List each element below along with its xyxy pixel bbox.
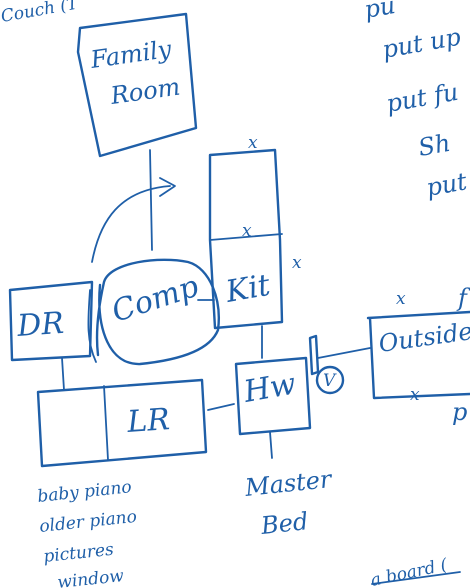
note-older-piano: older piano (38, 507, 137, 537)
note-couch: Couch (T (0, 0, 81, 27)
dr-box (8, 280, 94, 362)
kit-x-side: x (292, 253, 302, 273)
family-to-comp-connector (149, 149, 153, 251)
note-bed: Bed (259, 507, 310, 540)
family-room-label-1: Family (88, 35, 174, 74)
note-right-4: Sh (416, 129, 452, 162)
outside-box (366, 310, 470, 400)
outside-label: Outside (377, 317, 470, 358)
note-right-f: f (456, 284, 470, 312)
note-right-1: pu (362, 0, 397, 24)
lr-divider (103, 385, 109, 461)
note-master: Master (243, 465, 334, 502)
v-outside-connector (317, 347, 371, 359)
lr-hw-connector (207, 403, 235, 411)
note-right-p: p (452, 398, 467, 426)
dr-lr-connector (61, 357, 65, 391)
kit-x-top: x (248, 133, 258, 153)
v-circle (315, 365, 345, 395)
note-pictures: pictures (42, 540, 115, 567)
bottom-right-stroke (371, 571, 461, 585)
lr-box (36, 378, 208, 468)
comp-extra-stroke (87, 289, 97, 363)
note-baby-piano: baby piano (36, 477, 132, 507)
arrow-curve (91, 185, 171, 263)
note-right-5: put (424, 167, 469, 202)
v-label: V (323, 371, 337, 391)
kit-label: Kit (222, 268, 273, 310)
note-right-3: put fu (384, 78, 460, 118)
hw-bed-connector (269, 431, 273, 459)
lr-label: LR (125, 402, 171, 440)
arrow-head (159, 177, 176, 197)
dr-label: DR (15, 306, 65, 344)
comp-label: Comp (108, 269, 203, 330)
hw-label: Hw (240, 366, 298, 410)
family-room-label-2: Room (108, 73, 182, 111)
family-room-box (76, 12, 198, 158)
comp-loop (95, 258, 220, 366)
kit-x-mid: x (242, 221, 252, 241)
hw-side-bar (308, 334, 320, 376)
hw-box (234, 356, 312, 436)
note-window: window (56, 566, 125, 588)
outside-x-bottom: x (410, 385, 420, 405)
outside-x-top: x (396, 289, 406, 309)
note-right-2: put up (380, 23, 463, 64)
kit-divider (209, 233, 283, 241)
